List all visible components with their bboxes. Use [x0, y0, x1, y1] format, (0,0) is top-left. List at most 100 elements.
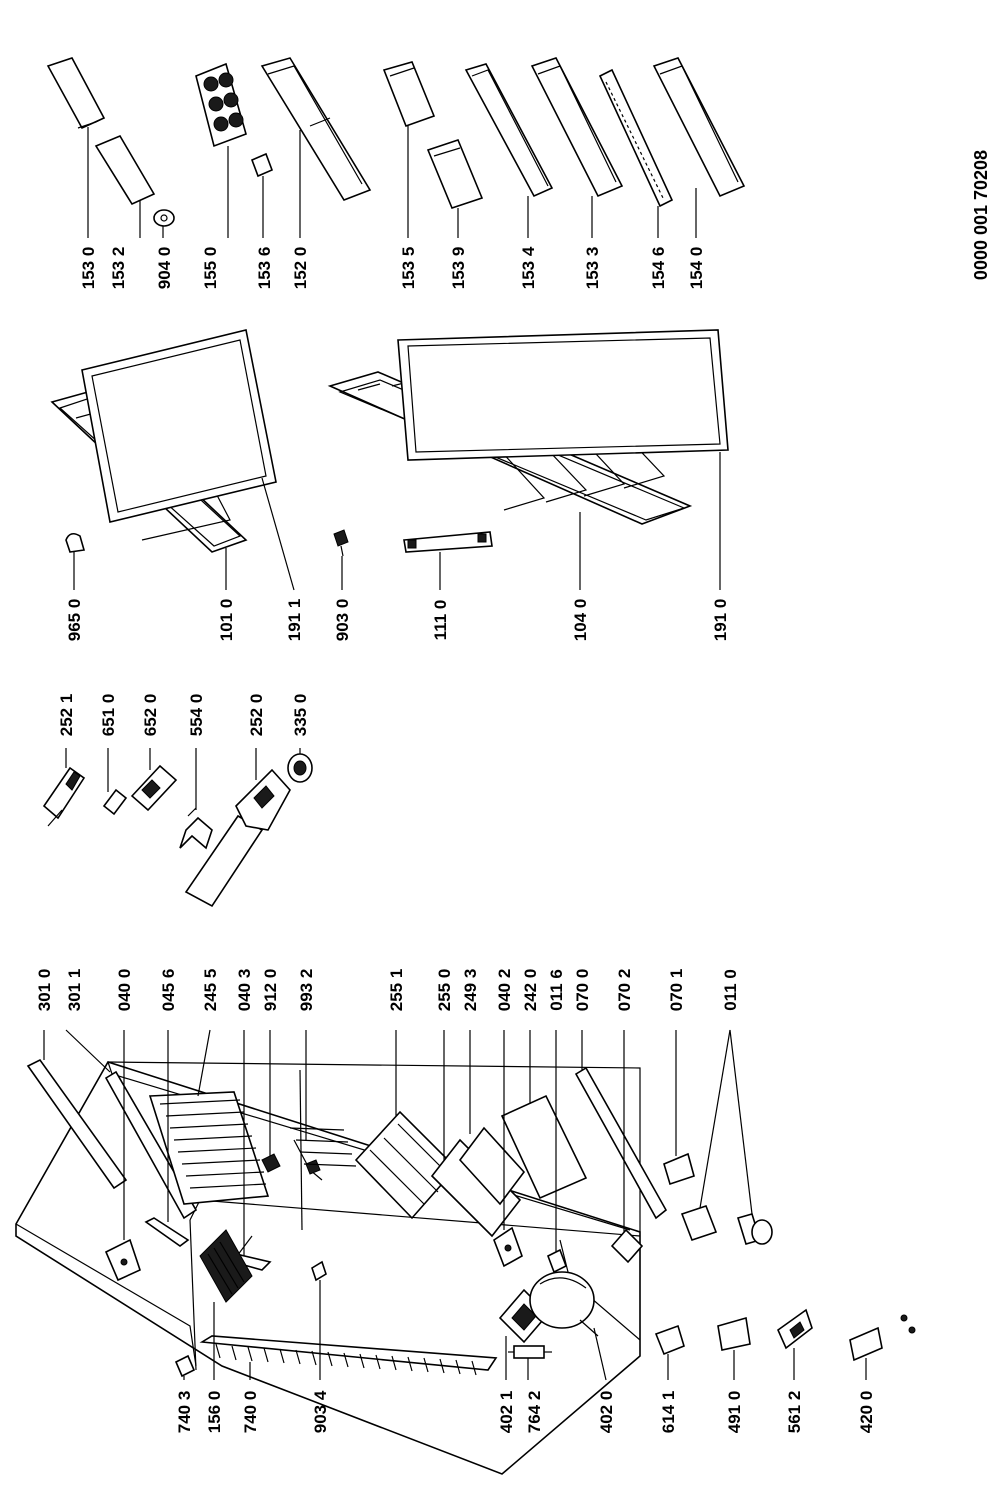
label-2520: 252 0 — [247, 694, 266, 737]
part-1110-drawing — [403, 531, 493, 553]
part-1539-drawing — [426, 139, 484, 209]
label-0400: 040 0 — [115, 969, 134, 1012]
part-9932-drawing — [293, 1139, 323, 1181]
label-3011: 301 1 — [65, 969, 84, 1012]
label-2521: 252 1 — [57, 694, 76, 737]
label-2551: 255 1 — [387, 969, 406, 1012]
label-1546: 154 6 — [649, 247, 668, 290]
document-number: 0000 001 70208 — [971, 150, 991, 280]
labels-door-accessories: 153 0 153 2 904 0 155 0 153 6 152 0 153 … — [79, 246, 706, 289]
label-1532: 153 2 — [109, 247, 128, 290]
cabinet-group — [15, 1058, 773, 1475]
label-9932: 993 2 — [297, 969, 316, 1012]
part-2550-drawing — [430, 1138, 522, 1238]
label-3350: 335 0 — [291, 694, 310, 737]
label-0700: 070 0 — [573, 969, 592, 1012]
label-1520: 152 0 — [291, 247, 310, 290]
label-9040: 904 0 — [155, 247, 174, 290]
label-4020: 402 0 — [597, 1391, 616, 1434]
part-1560-drawing — [199, 1229, 253, 1303]
part-1532-drawing — [94, 134, 156, 206]
part-1911-drawing — [81, 329, 277, 523]
label-9120: 912 0 — [261, 969, 280, 1012]
part-6141-drawing — [654, 1324, 685, 1356]
part-9034-drawing — [311, 1260, 327, 1282]
label-7403: 740 3 — [175, 1391, 194, 1434]
doors-group — [50, 329, 729, 557]
part-0402-drawing — [493, 1226, 523, 1268]
label-4910: 491 0 — [725, 1391, 744, 1434]
labels-thermostat: 252 1 651 0 652 0 554 0 252 0 335 0 — [57, 694, 310, 737]
part-6520-drawing — [130, 764, 178, 812]
part-0110-drawing — [680, 1204, 773, 1245]
leader-lines-thermostat — [65, 748, 301, 810]
part-5540-drawing — [179, 807, 213, 850]
part-2493-drawing — [458, 1126, 526, 1206]
thermostat-group — [42, 753, 313, 908]
label-1110: 111 0 — [431, 600, 450, 641]
label-1536: 153 6 — [255, 247, 274, 290]
labels-cabinet-top: 301 0 301 1 040 0 045 6 245 5 040 3 912 … — [35, 969, 740, 1012]
label-0701: 070 1 — [667, 969, 686, 1012]
part-0700-drawing — [574, 1066, 668, 1220]
part-5612-drawing — [777, 1308, 813, 1350]
label-2420: 242 0 — [521, 969, 540, 1012]
label-0402: 040 2 — [495, 969, 514, 1012]
label-3010: 301 0 — [35, 969, 54, 1012]
label-1010: 101 0 — [217, 599, 236, 642]
part-7403-drawing — [174, 1354, 196, 1378]
label-1550: 155 0 — [201, 247, 220, 290]
part-4910-drawing — [717, 1316, 751, 1351]
label-2550: 255 0 — [435, 969, 454, 1012]
leader-lines-doors — [73, 452, 721, 591]
part-0456-drawing — [144, 1217, 190, 1247]
part-7642-drawing — [508, 1345, 552, 1359]
label-1530: 153 0 — [79, 247, 98, 290]
label-1534: 153 4 — [519, 246, 538, 289]
label-0116: 011 6 — [547, 969, 566, 1011]
label-1910: 191 0 — [711, 599, 730, 642]
part-0400-drawing — [104, 1238, 141, 1282]
label-1911: 191 1 — [285, 599, 304, 642]
part-3011-drawing — [104, 1070, 198, 1220]
label-7642: 764 2 — [525, 1391, 544, 1434]
part-2520-drawing — [184, 768, 291, 908]
part-3350-drawing — [287, 753, 313, 783]
part-0702-drawing — [610, 1228, 644, 1264]
label-0702: 070 2 — [615, 969, 634, 1012]
part-2420-drawing — [500, 1094, 588, 1200]
part-1550-drawing — [195, 62, 247, 148]
labels-cabinet-bottom: 740 3 156 0 740 0 903 4 402 1 764 2 402 … — [175, 1390, 876, 1433]
label-0456: 045 6 — [159, 969, 178, 1012]
label-1533: 153 3 — [583, 247, 602, 290]
label-0403: 040 3 — [235, 969, 254, 1012]
leader-lines-cabinet-bottom — [183, 1280, 867, 1381]
label-5540: 554 0 — [187, 694, 206, 737]
evaporator-coils — [289, 1127, 357, 1167]
label-1535: 153 5 — [399, 247, 418, 290]
label-1540: 154 0 — [687, 247, 706, 290]
label-9650: 965 0 — [65, 599, 84, 642]
part-7400-drawing — [199, 1335, 498, 1376]
labels-doors: 965 0 101 0 191 1 903 0 111 0 104 0 191 … — [65, 599, 730, 642]
label-0110: 011 0 — [721, 969, 740, 1011]
part-6510-drawing — [102, 788, 128, 816]
part-2521-drawing — [42, 766, 86, 827]
label-4200: 420 0 — [857, 1391, 876, 1434]
part-4020-drawing — [529, 1271, 599, 1337]
part-2455-drawing — [148, 1091, 270, 1205]
label-6141: 614 1 — [659, 1391, 678, 1434]
part-1534-drawing — [464, 63, 554, 198]
part-1535-drawing — [382, 61, 436, 128]
part-9650-drawing — [65, 532, 86, 553]
label-5612: 561 2 — [785, 1391, 804, 1434]
cabinet-bottom-parts — [174, 1229, 916, 1378]
part-4200-drawing — [849, 1314, 916, 1362]
label-9034: 903 4 — [311, 1390, 330, 1433]
part-1546-drawing — [598, 68, 674, 208]
label-6520: 652 0 — [141, 694, 160, 737]
part-1520-drawing — [260, 57, 372, 201]
label-2455: 245 5 — [201, 969, 220, 1012]
part-1530-drawing — [46, 57, 106, 130]
